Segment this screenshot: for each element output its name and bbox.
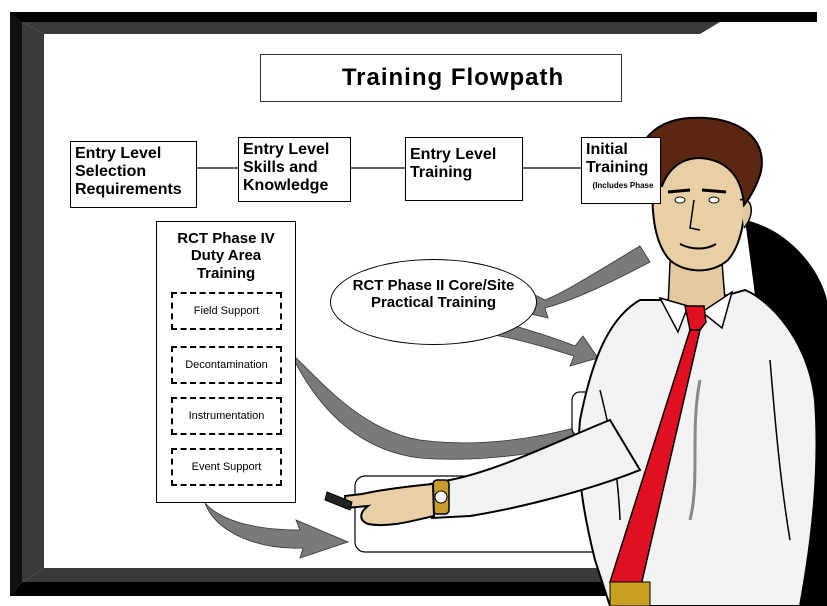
marker [324, 491, 353, 511]
arrow-to-practical [204, 502, 350, 559]
presenter-hand [343, 482, 436, 527]
flow-box-skills: Entry Level Skills and Knowledge [238, 137, 351, 202]
flow-box-selection: Entry Level Selection Requirements [70, 141, 197, 208]
page-title: Training Flowpath [260, 54, 622, 102]
presenter-arm [428, 418, 642, 520]
duty-area-instrumentation: Instrumentation [171, 397, 282, 435]
duty-area-field-support: Field Support [171, 292, 282, 330]
phase2-ellipse: RCT Phase II Core/Site Practical Trainin… [330, 259, 537, 345]
belt-buckle [609, 581, 651, 606]
duty-area-event-support: Event Support [171, 448, 282, 486]
flow-box-entry-training: Entry Level Training [405, 137, 523, 201]
tie-knot [684, 305, 707, 331]
initial-training-note: (Includes Phase [592, 181, 654, 190]
duty-area-decontamination: Decontamination [171, 346, 282, 384]
curved-arrow-to-phase2 [521, 245, 651, 319]
flow-box-initial-training: Initial Training (Includes Phase [581, 137, 661, 204]
flow-arrows [204, 245, 651, 559]
initial-training-label: Initial Training [586, 141, 649, 176]
presenter-hair [636, 116, 763, 208]
presenter-figure [324, 116, 827, 606]
phase4-box: RCT Phase IV Duty Area Training Field Su… [156, 221, 296, 503]
phase4-title: RCT Phase IV Duty Area Training [177, 230, 275, 282]
